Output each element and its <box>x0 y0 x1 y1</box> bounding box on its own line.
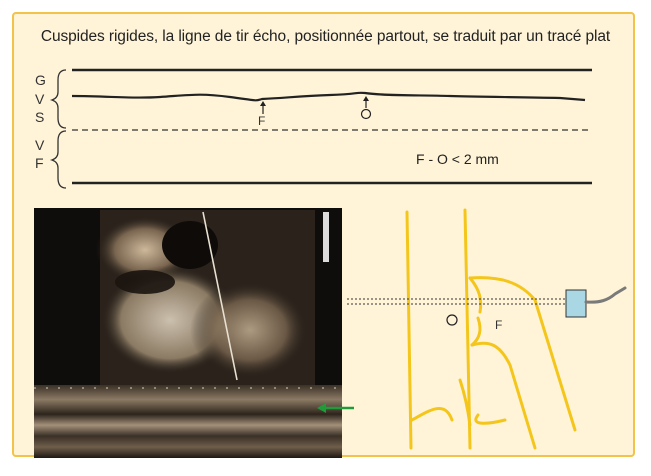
valve-trace <box>72 93 585 101</box>
label-s: S <box>35 109 44 125</box>
diagram-label-f: F <box>495 318 502 332</box>
label-v-lower: V <box>35 137 44 153</box>
trace-label-f: F <box>258 114 265 128</box>
brace-upper <box>52 70 66 128</box>
valve-schematic <box>407 210 575 448</box>
label-f-side: F <box>35 155 44 171</box>
label-v-upper: V <box>35 91 44 107</box>
measurement-label: F - O < 2 mm <box>416 151 499 167</box>
marker-circle-o <box>362 110 371 119</box>
brace-lower <box>52 131 66 188</box>
diagram-circle-o <box>447 315 457 325</box>
probe <box>566 290 586 317</box>
probe-cable <box>586 288 625 302</box>
label-g: G <box>35 72 46 88</box>
